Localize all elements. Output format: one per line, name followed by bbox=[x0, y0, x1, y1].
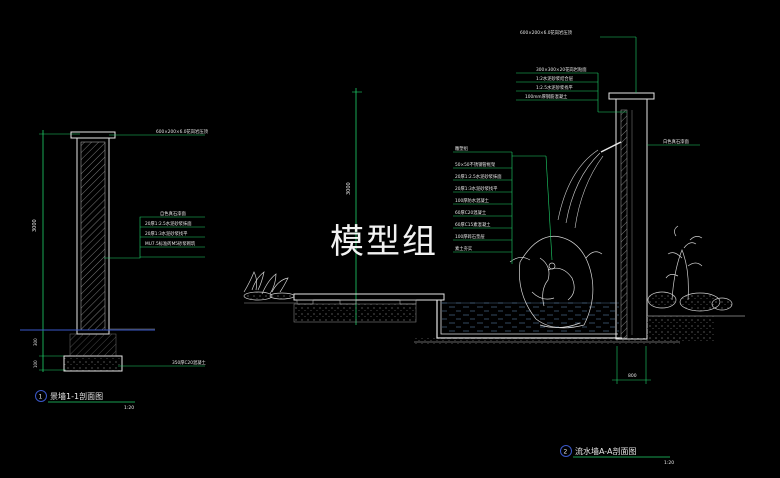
left-scale: 1:20 bbox=[124, 405, 134, 411]
right-wall-body bbox=[615, 98, 648, 340]
right-planting bbox=[647, 225, 733, 312]
water-spout bbox=[600, 141, 622, 153]
right-dim-height: 3000 bbox=[346, 182, 352, 195]
left-title: 景墙1-1剖面图 bbox=[50, 391, 103, 401]
right-wall-coping bbox=[608, 92, 655, 100]
sculpture-note: 60厚C15素混凝土 bbox=[455, 221, 491, 228]
right-cap-note: 600×200×6.0花岗岩压顶 bbox=[520, 29, 573, 36]
left-dim-height: 3000 bbox=[32, 219, 38, 232]
left-dim-footing-1: 300 bbox=[33, 338, 38, 346]
left-title-number: 1 bbox=[39, 394, 43, 401]
right-wall-section: 3000 bbox=[243, 36, 745, 384]
left-annotation: MU7.5标准砖M5砂浆砌筑 bbox=[145, 240, 196, 247]
sculpture-note: 50×50不锈钢管框架 bbox=[455, 161, 496, 168]
sculpture-note: 20厚1:3水泥砂浆找平 bbox=[455, 185, 498, 192]
left-dim-footing-2: 100 bbox=[33, 360, 38, 368]
left-cap-note: 600×200×6.0花岗岩压顶 bbox=[156, 128, 209, 135]
right-cap-layer: 1:2.5水泥砂浆找平 bbox=[536, 84, 573, 91]
sculpture-note: 100厚防水混凝土 bbox=[455, 197, 490, 204]
sculpture-note: 素土夯实 bbox=[455, 245, 473, 252]
sculpture-note: 60厚C20混凝土 bbox=[455, 209, 487, 216]
left-annotation: 20厚1:2.5水泥砂浆抹面 bbox=[145, 220, 192, 227]
bridge-slab bbox=[293, 293, 445, 301]
pool-water bbox=[441, 302, 619, 334]
right-dim-bottom: 800 bbox=[628, 373, 637, 379]
fish-sculpture bbox=[509, 235, 603, 329]
left-wall-footing bbox=[63, 355, 123, 372]
left-title-block: 1 景墙1-1剖面图 1:20 bbox=[35, 390, 135, 411]
left-annotations: 600×200×6.0花岗岩压顶 自色真石漆面 20厚1:2.5水泥砂浆抹面 2… bbox=[145, 128, 209, 366]
right-title: 流水墙A-A剖面图 bbox=[575, 446, 636, 456]
right-cap-layer: 1:2水泥砂浆结合层 bbox=[536, 75, 574, 82]
left-wall-coping bbox=[70, 131, 116, 139]
left-wall-section: 3000 300 100 bbox=[20, 130, 205, 372]
right-cap-layer: 100mm厚钢筋混凝土 bbox=[525, 93, 568, 100]
sculpture-note: 20厚1:2.5水泥砂浆抹面 bbox=[455, 173, 502, 180]
right-title-number: 2 bbox=[564, 449, 568, 456]
sculpture-note: 100厚碎石垫层 bbox=[455, 233, 485, 240]
left-annotation: 自色真石漆面 bbox=[160, 210, 186, 217]
right-scale: 1:20 bbox=[664, 460, 674, 466]
sculpture-note: 雕塑组 bbox=[455, 145, 469, 152]
right-cap-layer: 300×300×20花岗岩贴面 bbox=[536, 66, 587, 73]
right-wall-note: 白色真石漆面 bbox=[663, 138, 689, 145]
left-planting bbox=[243, 271, 295, 301]
left-base-note: 350厚C20混凝土 bbox=[172, 359, 207, 366]
left-annotation: 20厚1:3水泥砂浆找平 bbox=[145, 230, 188, 237]
right-annotations: 600×200×6.0花岗岩压顶 300×300×20花岗岩贴面 1:2水泥砂浆… bbox=[455, 29, 689, 252]
watermark-text: 模型组 bbox=[330, 222, 438, 262]
right-title-block: 2 流水墙A-A剖面图 1:20 bbox=[560, 445, 674, 466]
